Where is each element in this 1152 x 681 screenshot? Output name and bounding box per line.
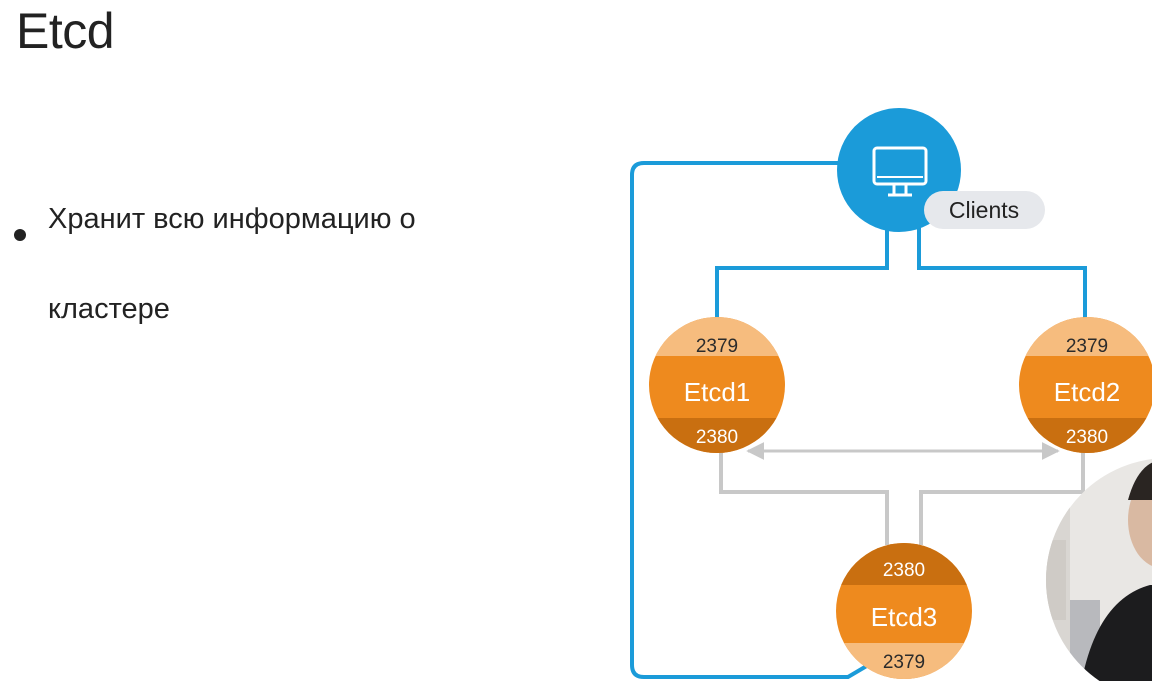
presenter-webcam <box>1046 458 1152 681</box>
etcd2-top-port: 2379 <box>1066 336 1108 357</box>
etcd1-bottom-port: 2380 <box>696 427 738 448</box>
monitor-icon <box>872 146 928 197</box>
etcd1-top-port: 2379 <box>696 336 738 357</box>
clients-label: Clients <box>949 197 1019 223</box>
etcd2-bottom-port: 2380 <box>1066 427 1108 448</box>
bullet-list: Хранит всю информацию о кластере <box>14 190 534 354</box>
bullet-dot-icon <box>14 229 26 241</box>
etcd2-label: Etcd2 <box>1054 377 1121 407</box>
bullet-item: Хранит всю информацию о кластере <box>14 190 534 354</box>
etcd3-top-port: 2380 <box>883 560 925 581</box>
clients-node: Clients <box>837 108 1045 232</box>
etcd3-label: Etcd3 <box>871 602 938 632</box>
peer-link-etcd1-etcd3 <box>719 450 889 545</box>
clients-badge <box>924 191 1045 229</box>
etcd3-bottom-port: 2379 <box>883 652 925 673</box>
etcd1-label: Etcd1 <box>684 377 751 407</box>
peer-links <box>719 442 1085 545</box>
peer-link-etcd2-etcd3 <box>919 450 1085 545</box>
client-link-etcd1 <box>715 222 889 318</box>
client-links <box>630 161 1087 679</box>
bullet-text: Хранит всю информацию о кластере <box>48 203 416 325</box>
etcd3-node: 2380 Etcd3 2379 <box>836 543 972 679</box>
slide-title: Etcd <box>16 3 115 59</box>
client-link-etcd2 <box>917 222 1087 318</box>
etcd2-node: 2379 Etcd2 2380 <box>1019 317 1152 453</box>
client-link-etcd3 <box>630 161 872 679</box>
